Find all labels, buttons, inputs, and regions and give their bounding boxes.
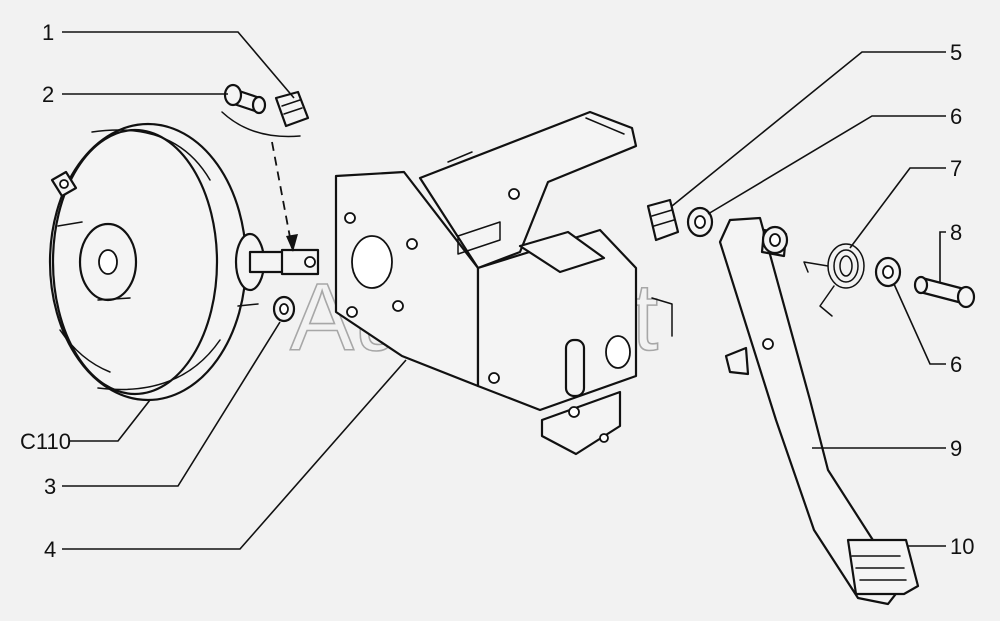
callout-8: 8 xyxy=(950,220,962,245)
callout-6-lower: 6 xyxy=(950,352,962,377)
return-spring xyxy=(803,243,865,317)
callout-5: 5 xyxy=(950,40,962,65)
callout-labels: 1 2 C110 3 4 5 6 7 8 6 9 10 xyxy=(20,20,974,562)
pin-2 xyxy=(223,83,267,115)
clip-5 xyxy=(646,198,680,242)
callout-7: 7 xyxy=(950,156,962,181)
callout-6-upper: 6 xyxy=(950,104,962,129)
bush-6-upper xyxy=(686,206,714,238)
pedal-bracket xyxy=(334,110,673,456)
assembly-arrow xyxy=(271,141,298,252)
callout-2: 2 xyxy=(42,82,54,107)
clutch-pedal xyxy=(718,216,920,606)
brake-booster xyxy=(48,122,320,402)
leader-lines xyxy=(62,31,946,550)
callout-9: 9 xyxy=(950,436,962,461)
callout-3: 3 xyxy=(44,474,56,499)
bush-6-lower xyxy=(874,256,902,288)
nut-3 xyxy=(272,295,296,323)
callout-c110: C110 xyxy=(20,429,71,454)
pin-8 xyxy=(913,275,976,309)
callout-4: 4 xyxy=(44,537,56,562)
callout-10: 10 xyxy=(950,534,974,559)
callout-1: 1 xyxy=(42,20,54,45)
